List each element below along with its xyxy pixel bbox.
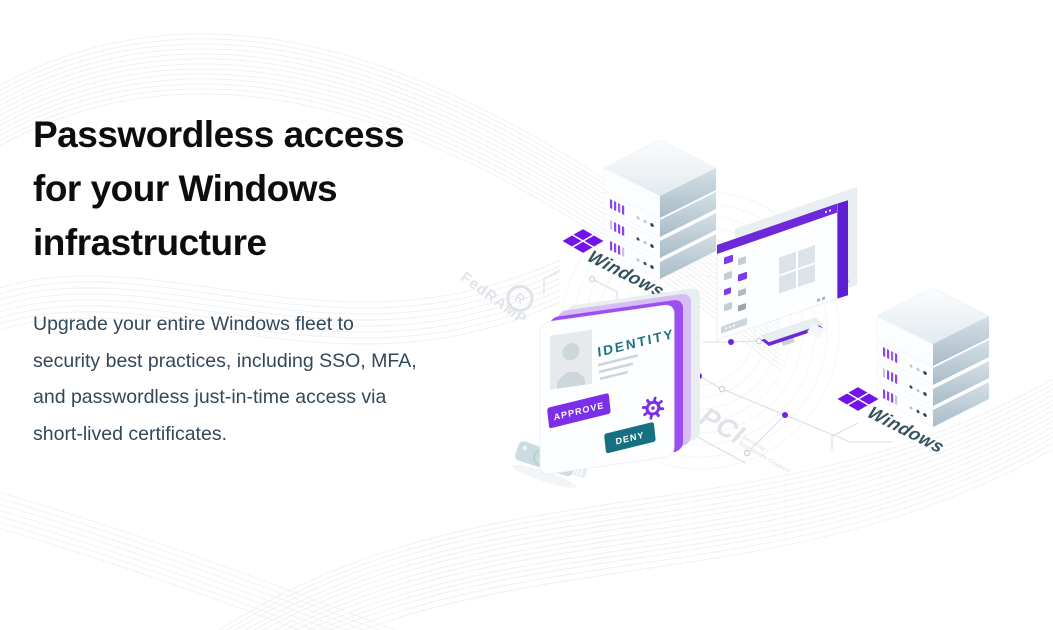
fedramp-watermark: R FedRAMP: [457, 269, 534, 328]
server-stack-left: [603, 139, 717, 280]
monitor-stand: [760, 317, 827, 346]
page-title-line: Passwordless access: [33, 114, 405, 155]
deny-button: DENY: [604, 422, 656, 454]
windows-infrastructure-illustration: R FedRAMP PCI Security Standards Council: [457, 139, 990, 488]
monitor-depth-edge: [837, 200, 848, 299]
page-title: Passwordless access for your Windows inf…: [33, 108, 493, 270]
desktop-icons: [724, 254, 747, 312]
taskbar: [721, 317, 747, 334]
server-stack-right: [876, 287, 990, 428]
monitor: [716, 186, 857, 346]
identity-card: IDENTITY APPROVE DENY: [539, 288, 700, 475]
approve-button: APPROVE: [547, 393, 611, 429]
identity-detail-lines: [598, 354, 639, 381]
screen-windows-logo: [779, 245, 815, 294]
page-title-line: for your Windows: [33, 168, 338, 209]
page-description-line: Upgrade your entire Windows fleet to: [33, 313, 354, 335]
monitor-screen: [716, 203, 838, 341]
page-description-line: short-lived certificates.: [33, 422, 227, 445]
page-description-line: and passwordless just-in-time access via: [33, 386, 387, 408]
page-title-line: infrastructure: [33, 222, 267, 263]
monitor-titlebar: [717, 203, 837, 254]
page-description: Upgrade your entire Windows fleet to sec…: [33, 306, 473, 452]
id-photo-placeholder: [550, 329, 592, 390]
page-description-line: security best practices, including SSO, …: [33, 349, 417, 372]
